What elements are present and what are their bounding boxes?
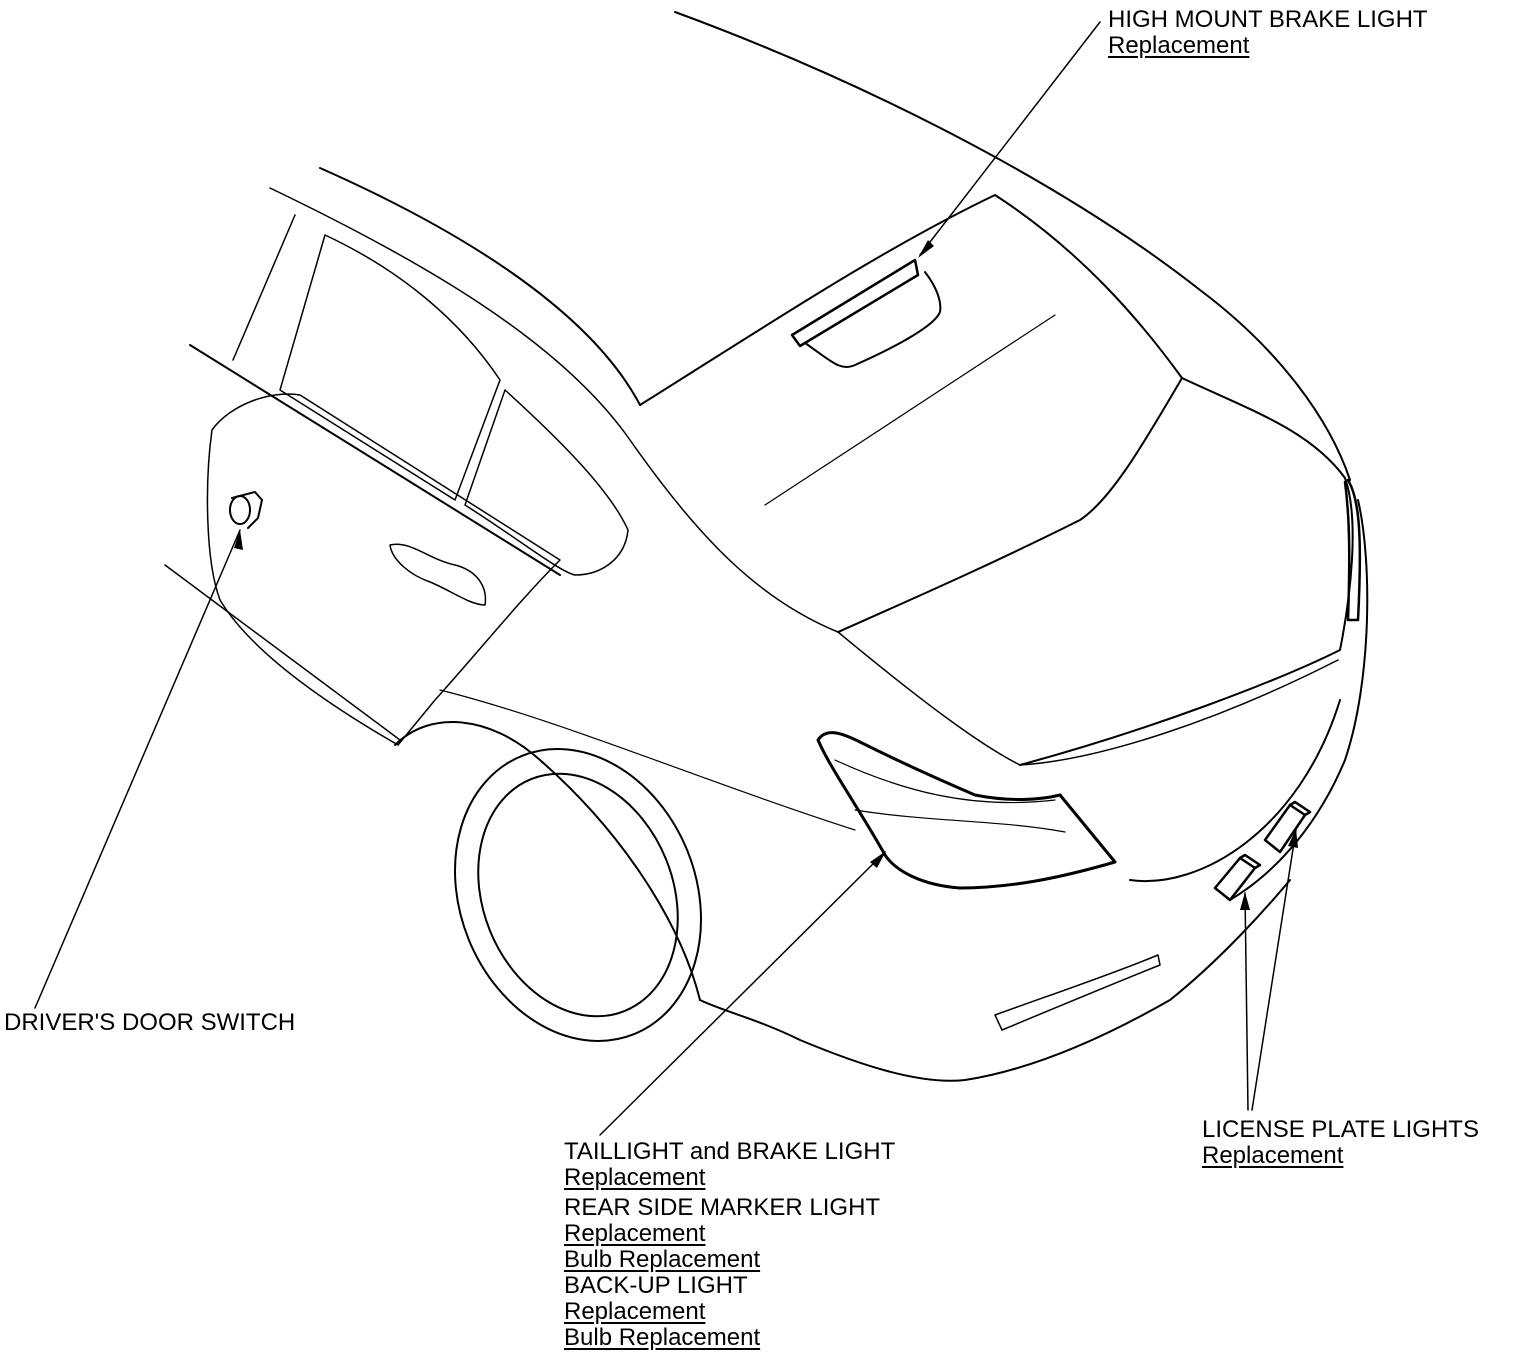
rear-window <box>639 194 1183 633</box>
drivers-door-switch-title: DRIVER'S DOOR SWITCH <box>4 1009 296 1036</box>
c-pillar-line <box>269 187 839 633</box>
side-marker-title: REAR SIDE MARKER LIGHT <box>564 1194 881 1221</box>
arrowhead-license-left <box>1240 892 1250 910</box>
high-mount-brake-light-housing <box>804 271 942 368</box>
door-lower-line <box>164 564 401 741</box>
rear-wheel-tire <box>454 748 702 1042</box>
drivers-door-switch-shape <box>229 491 263 529</box>
door-handle <box>389 543 487 606</box>
rear-wheel-rim <box>477 772 679 1018</box>
high-mount-brake-light-replacement-link[interactable]: Replacement <box>1108 32 1250 59</box>
door-belt-line <box>189 344 561 576</box>
leader-high-mount <box>919 21 1101 256</box>
taillight-inner-line-2 <box>834 759 1056 804</box>
quarter-window <box>464 389 629 576</box>
taillight-replacement-link[interactable]: Replacement <box>564 1164 706 1191</box>
high-mount-brake-light-shape <box>790 258 920 348</box>
quarter-panel-line <box>439 689 856 831</box>
backup-light-title: BACK-UP LIGHT <box>564 1272 748 1299</box>
roof-arc <box>674 11 1351 481</box>
taillight-callout: TAILLIGHT and BRAKE LIGHT Replacement RE… <box>564 1139 895 1351</box>
license-plate-lights-callout: LICENSE PLATE LIGHTS Replacement <box>1202 1117 1479 1169</box>
high-mount-brake-light-title: HIGH MOUNT BRAKE LIGHT <box>1108 6 1428 33</box>
arrowhead-door-switch <box>234 530 243 550</box>
taillight-inner-line <box>854 809 1066 833</box>
trunk-edge <box>1019 377 1354 766</box>
rear-window-defroster-line <box>764 314 1056 506</box>
right-bumper-side <box>1229 499 1369 901</box>
leader-license-left <box>1244 892 1249 1111</box>
license-plate-light-left-shape <box>1213 853 1262 902</box>
leader-door-switch <box>34 529 241 1009</box>
high-mount-brake-light-callout: HIGH MOUNT BRAKE LIGHT Replacement <box>1108 7 1428 59</box>
bumper-reflector <box>994 954 1161 1031</box>
backup-light-replacement-link[interactable]: Replacement <box>564 1298 706 1325</box>
license-plate-lights-replacement-link[interactable]: Replacement <box>1202 1142 1344 1169</box>
rear-door-outline <box>206 393 561 746</box>
leader-license-right <box>1251 829 1297 1111</box>
side-marker-bulb-replacement-link[interactable]: Bulb Replacement <box>564 1246 761 1273</box>
rear-door-window <box>279 234 501 501</box>
arrowheads <box>234 240 1298 910</box>
drivers-door-switch-callout: DRIVER'S DOOR SWITCH <box>4 1010 295 1036</box>
leader-lines <box>34 21 1297 1136</box>
trunk-top-line <box>837 631 1339 766</box>
front-pillar-line <box>232 214 296 361</box>
taillight-title: TAILLIGHT and BRAKE LIGHT <box>564 1138 896 1165</box>
bumper-lower-curve <box>1129 699 1341 883</box>
c-pillar-outer <box>319 167 641 406</box>
license-plate-lights-title: LICENSE PLATE LIGHTS <box>1202 1116 1479 1143</box>
rear-bumper <box>699 879 1291 1082</box>
backup-light-bulb-replacement-link[interactable]: Bulb Replacement <box>564 1324 761 1351</box>
leader-taillight <box>599 851 886 1136</box>
side-marker-replacement-link[interactable]: Replacement <box>564 1220 706 1247</box>
taillight-shape <box>816 731 1117 890</box>
arrowhead-license-right <box>1288 829 1298 848</box>
arrowhead-high-mount <box>918 240 934 258</box>
right-rear-light-strip <box>1343 478 1362 622</box>
license-plate-light-right-shape <box>1263 800 1312 854</box>
arrowhead-taillight <box>870 851 886 868</box>
wheel-arch <box>394 721 701 1001</box>
